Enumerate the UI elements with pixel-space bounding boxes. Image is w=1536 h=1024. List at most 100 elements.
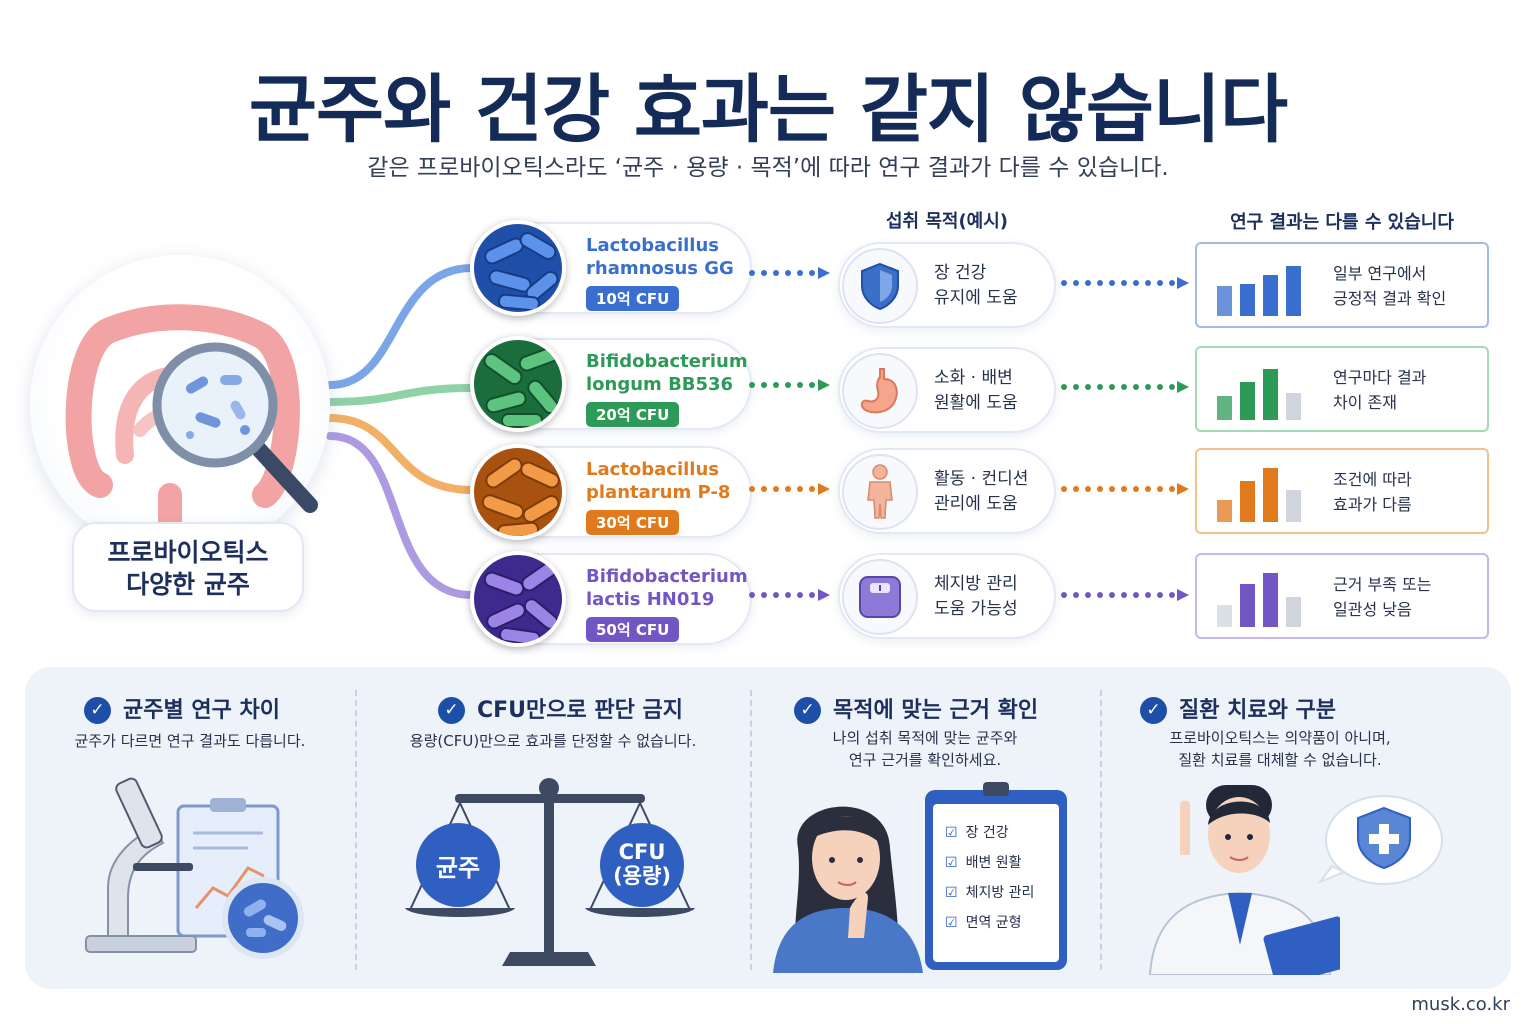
result-line1: 조건에 따라 — [1333, 470, 1412, 489]
point-title: 질환 치료와 구분 — [1179, 698, 1336, 723]
result-line2: 긍정적 결과 확인 — [1333, 289, 1447, 308]
purpose-line2: 관리에 도움 — [934, 494, 1018, 514]
scale-icon — [842, 559, 918, 635]
point-desc: 용량(CFU)만으로 효과를 단정할 수 없습니다. — [378, 730, 728, 752]
bacteria-icon — [470, 336, 566, 432]
purpose-line1: 체지방 관리 — [934, 574, 1018, 594]
point-strain-difference-title: ✓균주별 연구 차이 — [84, 692, 280, 724]
check-icon: ✓ — [794, 697, 821, 724]
purpose-text: 소화 · 배변 원활에 도움 — [934, 366, 1018, 416]
dotted-arrow — [749, 267, 830, 279]
strain-name-line2: lactis HN019 — [586, 589, 715, 610]
purpose-card-condition: 활동 · 컨디션 관리에 도움 — [838, 448, 1056, 534]
strain-name-line1: Lactobacillus — [586, 235, 719, 256]
checklist-item-label: 체지방 관리 — [965, 885, 1035, 901]
page-subtitle: 같은 프로바이오틱스라도 ‘균주 · 용량 · 목적’에 따라 연구 결과가 다… — [367, 155, 1169, 181]
body-icon — [842, 454, 918, 530]
result-text: 연구마다 결과 차이 존재 — [1333, 365, 1426, 415]
purpose-card-digestion: 소화 · 배변 원활에 도움 — [838, 347, 1056, 433]
bar-mark — [1240, 382, 1255, 420]
strain-connectors — [326, 264, 476, 599]
result-column-head: 연구 결과는 다를 수 있습니다 — [1230, 212, 1454, 233]
point-title: CFU만으로 판단 금지 — [477, 698, 684, 723]
dotted-arrow — [1061, 589, 1189, 601]
bar-mark — [1240, 481, 1255, 522]
bar-chart-icon — [1217, 468, 1301, 522]
bar-mark — [1286, 266, 1301, 316]
result-text: 근거 부족 또는 일관성 낮음 — [1333, 572, 1432, 622]
dotted-arrow — [1061, 381, 1189, 393]
result-line1: 연구마다 결과 — [1333, 368, 1427, 387]
pan-label-strain: 균주 — [435, 854, 481, 882]
strain-name: Lactobacillus plantarum P-8 — [586, 458, 730, 504]
result-line2: 일관성 낮음 — [1333, 600, 1412, 619]
point-desc: 균주가 다르면 연구 결과도 다릅니다. — [40, 730, 340, 752]
cfu-badge: 50억 CFU — [586, 617, 680, 642]
doctor-icon — [1148, 785, 1340, 975]
purpose-line1: 활동 · 컨디션 — [934, 469, 1029, 489]
purpose-card-body-fat: 체지방 관리 도움 가능성 — [838, 553, 1056, 639]
result-text: 일부 연구에서 긍정적 결과 확인 — [1333, 261, 1446, 311]
checkbox-icon: ☑ — [945, 825, 958, 841]
purpose-column-head: 섭취 목적(예시) — [885, 211, 1009, 232]
checkbox-icon: ☑ — [945, 915, 958, 931]
dotted-arrow — [1061, 277, 1189, 289]
pan-label-cfu-line1: CFU — [618, 840, 666, 864]
strain-card-plantarum: Lactobacillus plantarum P-8 30억 CFU — [470, 444, 752, 540]
cfu-badge: 10억 CFU — [586, 286, 680, 311]
strain-card-lactis: Bifidobacterium lactis HN019 50억 CFU — [470, 551, 752, 647]
bar-mark — [1286, 393, 1301, 420]
bar-mark — [1263, 369, 1278, 420]
strain-name: Lactobacillus rhamnosus GG — [586, 234, 734, 280]
bacteria-icon — [470, 220, 566, 316]
purpose-card-gut-health: 장 건강 유지에 도움 — [838, 242, 1056, 328]
strain-name: Bifidobacterium longum BB536 — [586, 350, 748, 396]
point-desc-line1: 균주가 다르면 연구 결과도 다릅니다. — [74, 732, 306, 750]
bar-mark — [1286, 490, 1301, 522]
result-line1: 일부 연구에서 — [1333, 264, 1427, 283]
point-desc-line1: 용량(CFU)만으로 효과를 단정할 수 없습니다. — [409, 732, 697, 750]
point-desc: 프로바이오틱스는 의약품이 아니며, 질환 치료를 대체할 수 없습니다. — [1130, 727, 1430, 771]
purpose-text: 체지방 관리 도움 가능성 — [934, 572, 1018, 622]
strain-name: Bifidobacterium lactis HN019 — [586, 565, 748, 611]
point-desc-line2: 연구 근거를 확인하세요. — [848, 751, 1002, 769]
checkbox-icon: ☑ — [945, 855, 958, 871]
point-title: 균주별 연구 차이 — [123, 698, 280, 723]
strain-name-line2: plantarum P-8 — [586, 482, 731, 503]
cfu-badge: 20억 CFU — [586, 402, 680, 427]
purpose-text: 장 건강 유지에 도움 — [934, 261, 1018, 311]
bar-chart-icon — [1217, 573, 1301, 627]
clip-icon — [983, 782, 1009, 796]
dotted-arrow — [749, 589, 830, 601]
result-line2: 차이 존재 — [1333, 393, 1397, 412]
woman-thinking-icon — [773, 806, 923, 973]
point-desc: 나의 섭취 목적에 맞는 균주와 연구 근거를 확인하세요. — [770, 727, 1080, 771]
shield-plus-icon — [1318, 795, 1443, 885]
checklist-item-label: 면역 균형 — [965, 915, 1022, 931]
page-title: 균주와 건강 효과는 같지 않습니다 — [248, 67, 1288, 153]
point-title: 목적에 맞는 근거 확인 — [833, 698, 1039, 723]
purpose-line1: 장 건강 — [934, 263, 987, 283]
check-icon: ✓ — [1140, 697, 1167, 724]
checklist-item: ☑장 건강 — [933, 822, 1059, 852]
hero-label-line2: 다양한 균주 — [126, 570, 250, 599]
bar-mark — [1240, 584, 1255, 627]
checkbox-icon: ☑ — [945, 885, 958, 901]
dotted-arrow — [749, 483, 830, 495]
strain-card-rhamnosus: Lactobacillus rhamnosus GG 10억 CFU — [470, 220, 752, 316]
bar-mark — [1286, 597, 1301, 627]
bar-mark — [1263, 573, 1278, 627]
microscope-icon — [85, 777, 304, 959]
footer-site: musk.co.kr — [1411, 994, 1510, 1015]
checklist-clipboard: ☑장 건강 ☑배변 원활 ☑체지방 관리 ☑면역 균형 — [925, 782, 1067, 970]
checklist: ☑장 건강 ☑배변 원활 ☑체지방 관리 ☑면역 균형 — [933, 804, 1059, 962]
result-line2: 효과가 다름 — [1333, 495, 1412, 514]
strain-card-longum: Bifidobacterium longum BB536 20억 CFU — [470, 336, 752, 432]
result-card-3: 조건에 따라 효과가 다름 — [1195, 448, 1489, 534]
divider — [355, 690, 357, 970]
strain-name-line2: longum BB536 — [586, 374, 734, 395]
result-line1: 근거 부족 또는 — [1333, 575, 1432, 594]
stomach-icon — [842, 353, 918, 429]
strain-name-line1: Bifidobacterium — [586, 351, 748, 372]
check-icon: ✓ — [438, 697, 465, 724]
